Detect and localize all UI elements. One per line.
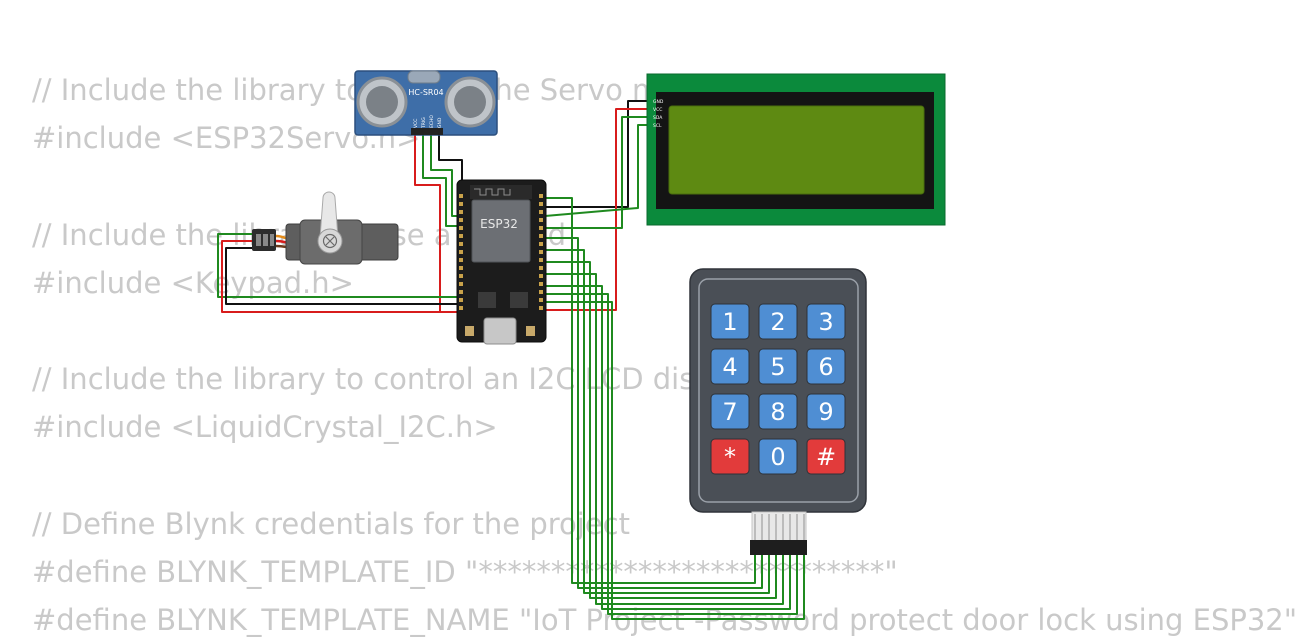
- wire-sensor-vcc: [414, 130, 460, 313]
- keypad-key-label: 4: [722, 353, 737, 381]
- wire-sensor-gnd: [438, 130, 463, 196]
- wire-servo-gnd: [225, 247, 460, 305]
- circuit-diagram: HC-SR04 VCC TRIG ECHO GND ESP32: [217, 70, 946, 620]
- keypad-key[interactable]: 5: [758, 348, 798, 385]
- keypad-key[interactable]: 6: [806, 348, 846, 385]
- esp32-pin: [539, 234, 543, 238]
- esp32-pin: [459, 290, 463, 294]
- wire-servo-signal: [217, 233, 460, 298]
- esp32-pin: [539, 242, 543, 246]
- ultrasonic-sensor[interactable]: HC-SR04 VCC TRIG ECHO GND: [354, 70, 498, 136]
- keypad-key-label: 1: [722, 308, 737, 336]
- keypad-key-label: #: [816, 443, 836, 471]
- esp32-pin: [459, 218, 463, 222]
- esp32-pin: [539, 290, 543, 294]
- esp32-pin: [459, 202, 463, 206]
- lcd-pin-labels: GND VCC SDA SCL: [653, 99, 664, 129]
- esp32-pin: [459, 266, 463, 270]
- keypad-key[interactable]: 3: [806, 303, 846, 340]
- keypad-key-label: 8: [770, 398, 785, 426]
- keypad-key[interactable]: 2: [758, 303, 798, 340]
- lcd-pin-vcc: VCC: [653, 107, 662, 113]
- wire-sensor-trig: [422, 130, 460, 227]
- esp32-pin: [459, 258, 463, 262]
- keypad-key[interactable]: 0: [758, 438, 798, 475]
- keypad-key[interactable]: 9: [806, 393, 846, 430]
- esp32-pin: [459, 210, 463, 214]
- esp32-pin: [539, 202, 543, 206]
- esp32-pin: [539, 266, 543, 270]
- wire-lcd-vcc: [545, 108, 650, 311]
- keypad-keys: 1 2 3 4 5 6 7 8 9 * 0 #: [710, 303, 846, 475]
- esp32-pin: [539, 298, 543, 302]
- code-line: #include <Keypad.h>: [32, 265, 354, 300]
- ultrasonic-label: HC-SR04: [408, 88, 443, 97]
- esp32-pin: [459, 250, 463, 254]
- servo-horn-icon: [319, 191, 339, 239]
- wire-sensor-echo: [430, 130, 460, 217]
- esp32-pin: [539, 194, 543, 198]
- keypad-key[interactable]: *: [710, 438, 750, 475]
- esp32-pin: [459, 274, 463, 278]
- keypad-ribbon: [754, 514, 805, 540]
- lcd-pin-gnd: GND: [653, 99, 664, 105]
- esp32-pin: [539, 258, 543, 262]
- wire-keypad-8: [545, 301, 805, 620]
- keypad-key-label: 6: [818, 353, 833, 381]
- esp32-label: ESP32: [480, 217, 518, 231]
- wire-keypad-5: [545, 273, 784, 605]
- keypad-key[interactable]: 1: [710, 303, 750, 340]
- code-line: // Define Blynk credentials for the proj…: [32, 506, 630, 541]
- wires: [217, 100, 805, 620]
- wire-lcd-scl: [544, 124, 650, 217]
- esp32-board[interactable]: ESP32: [456, 179, 547, 345]
- keypad-key[interactable]: 7: [710, 393, 750, 430]
- esp32-pin: [539, 274, 543, 278]
- servo-motor[interactable]: [252, 191, 399, 265]
- keypad-key-label: 5: [770, 353, 785, 381]
- lcd-pin-sda: SDA: [653, 115, 663, 121]
- esp32-pin: [539, 306, 543, 310]
- wire-keypad-2: [545, 237, 763, 589]
- code-line: #include <LiquidCrystal_I2C.h>: [32, 410, 498, 445]
- ultrasonic-pin-trig: TRIG: [421, 117, 427, 129]
- esp32-pin: [459, 226, 463, 230]
- keypad[interactable]: 1 2 3 4 5 6 7 8 9 * 0 #: [689, 268, 867, 555]
- keypad-key-label: 7: [722, 398, 737, 426]
- esp32-pin: [459, 306, 463, 310]
- esp32-pin: [459, 242, 463, 246]
- keypad-key[interactable]: #: [806, 438, 846, 475]
- keypad-key-label: 2: [770, 308, 785, 336]
- lcd-pin-scl: SCL: [653, 123, 662, 129]
- esp32-pin: [539, 250, 543, 254]
- wire-keypad-6: [545, 285, 791, 610]
- esp32-pin: [459, 298, 463, 302]
- wire-keypad-7: [545, 293, 798, 615]
- ultrasonic-pin-gnd: GND: [437, 117, 443, 128]
- wire-keypad-4: [545, 261, 777, 599]
- keypad-key[interactable]: 8: [758, 393, 798, 430]
- keypad-key-label: 3: [818, 308, 833, 336]
- esp32-pin: [539, 210, 543, 214]
- lcd-display[interactable]: GND VCC SDA SCL: [646, 73, 946, 226]
- esp32-pin: [539, 282, 543, 286]
- wire-lcd-gnd: [545, 100, 650, 208]
- keypad-key-label: *: [724, 443, 736, 471]
- keypad-key-label: 0: [770, 443, 785, 471]
- ultrasonic-pin-labels: VCC TRIG ECHO GND: [413, 115, 443, 129]
- esp32-pin: [459, 234, 463, 238]
- wire-servo-vcc: [221, 240, 440, 313]
- keypad-key[interactable]: 4: [710, 348, 750, 385]
- ultrasonic-pin-echo: ECHO: [429, 115, 435, 128]
- esp32-pins: [459, 194, 543, 310]
- esp32-pin: [539, 226, 543, 230]
- ultrasonic-pin-vcc: VCC: [413, 119, 419, 128]
- esp32-pin: [459, 194, 463, 198]
- wire-lcd-sda: [545, 116, 650, 229]
- wire-keypad-3: [545, 249, 770, 594]
- keypad-key-label: 9: [818, 398, 833, 426]
- esp32-pin: [539, 218, 543, 222]
- esp32-pin: [459, 282, 463, 286]
- wire-keypad-1: [545, 197, 756, 584]
